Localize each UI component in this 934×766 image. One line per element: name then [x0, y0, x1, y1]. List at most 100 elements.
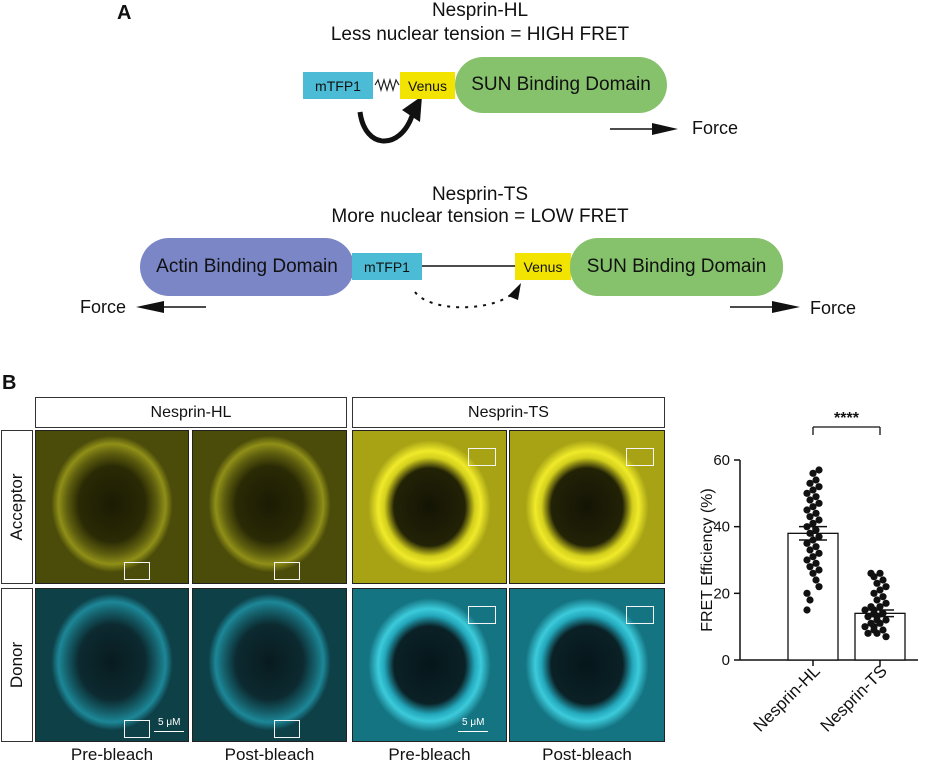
roi-box [626, 448, 654, 466]
fret-arrow-head [402, 96, 422, 122]
data-point [809, 469, 817, 477]
group-header-nesprin-ts: Nesprin-TS [352, 397, 665, 428]
nesprin-hl-title: Nesprin-HL [431, 0, 529, 21]
hl-force-label: Force [692, 118, 739, 138]
data-point [882, 583, 890, 591]
significance-label: **** [834, 410, 860, 427]
data-point [876, 619, 884, 627]
scale-bar-label: 5 μM [158, 717, 181, 728]
data-point [815, 583, 823, 591]
scale-bar [458, 731, 488, 732]
data-point [806, 563, 814, 571]
micrograph-acceptor-ts-post [509, 430, 665, 584]
micrograph-acceptor-hl-pre [35, 430, 189, 584]
data-point [812, 559, 820, 567]
group-header-nesprin-hl: Nesprin-HL [35, 397, 347, 428]
data-point [876, 586, 884, 594]
ts-actin-binding-domain: Actin Binding Domain [140, 238, 354, 296]
micrograph-acceptor-hl-post [192, 430, 347, 584]
data-point [812, 476, 820, 484]
data-point [879, 576, 887, 584]
ts-mtfp1-box: mTFP1 [352, 253, 422, 280]
data-point [806, 546, 814, 554]
roi-box [468, 606, 496, 624]
column-label-post-bleach-hl: Post-bleach [224, 745, 315, 764]
ts-force-right-label: Force [810, 298, 857, 318]
panel-letter-b: B [2, 372, 17, 394]
data-point [812, 509, 820, 517]
panel-letter-a: A [117, 2, 132, 24]
roi-box [626, 606, 654, 624]
data-point [809, 569, 817, 577]
micrograph-donor-ts-pre: 5 μM [352, 588, 507, 742]
scale-bar-label: 5 μM [462, 717, 485, 728]
data-point [870, 573, 878, 581]
y-tick-label: 20 [713, 585, 730, 602]
data-point [882, 616, 890, 624]
ts-dashed-arrow-head [508, 283, 521, 300]
data-point [864, 629, 872, 637]
micrograph-donor-hl-post [192, 588, 347, 742]
roi-box [124, 562, 150, 580]
y-tick-label: 60 [713, 452, 730, 469]
panel-a-schematic-lines [136, 77, 800, 313]
data-point [873, 579, 881, 587]
data-point [815, 483, 823, 491]
roi-box [468, 448, 496, 466]
column-label-post-bleach-ts: Post-bleach [542, 745, 632, 764]
data-point [861, 606, 869, 614]
data-point [812, 526, 820, 534]
data-point [815, 533, 823, 541]
roi-box [274, 562, 300, 580]
data-point [809, 503, 817, 511]
data-point [876, 569, 884, 577]
data-point [876, 603, 884, 611]
data-point [803, 606, 811, 614]
data-point [879, 609, 887, 617]
data-point [809, 486, 817, 494]
data-point [806, 596, 814, 604]
scale-bar [154, 731, 184, 732]
ts-force-left-label: Force [80, 297, 127, 317]
data-point [809, 519, 817, 527]
data-point [806, 496, 814, 504]
roi-box [124, 720, 150, 738]
data-point [803, 506, 811, 514]
data-point [870, 589, 878, 597]
data-point [879, 626, 887, 634]
fret-arrow-curved [357, 111, 415, 144]
data-point [873, 629, 881, 637]
data-point [803, 489, 811, 497]
data-point [879, 593, 887, 601]
data-point [861, 623, 869, 631]
nesprin-ts-title: Nesprin-TS [431, 184, 529, 205]
data-point [812, 543, 820, 551]
force-arrow-left-head [136, 301, 164, 313]
data-point [815, 466, 823, 474]
x-tick-label: Nesprin-TS [817, 661, 891, 735]
data-point [882, 599, 890, 607]
force-arrow-right-head [772, 301, 800, 313]
data-point [815, 549, 823, 557]
micrograph-donor-ts-post [509, 588, 665, 742]
data-point [815, 499, 823, 507]
data-point [812, 493, 820, 501]
x-tick-label: Nesprin-HL [750, 661, 824, 735]
ts-venus-box: Venus [515, 253, 571, 280]
hl-mtfp1-box: mTFP1 [303, 72, 373, 99]
column-label-pre-bleach-ts: Pre-bleach [388, 745, 471, 764]
row-label-donor: Donor [1, 588, 33, 742]
data-point [812, 576, 820, 584]
bar-nesprin-hl [787, 532, 839, 661]
bar-nesprin-ts [854, 612, 906, 661]
data-point [803, 556, 811, 564]
ts-sun-binding-domain: SUN Binding Domain [570, 238, 783, 296]
micrograph-acceptor-ts-pre [352, 430, 507, 584]
nesprin-hl-subtitle: Less nuclear tension = HIGH FRET [330, 24, 630, 45]
data-point [806, 529, 814, 537]
hl-sun-binding-domain: SUN Binding Domain [455, 57, 667, 113]
data-point [806, 479, 814, 487]
data-point [815, 566, 823, 574]
roi-box [274, 720, 300, 738]
